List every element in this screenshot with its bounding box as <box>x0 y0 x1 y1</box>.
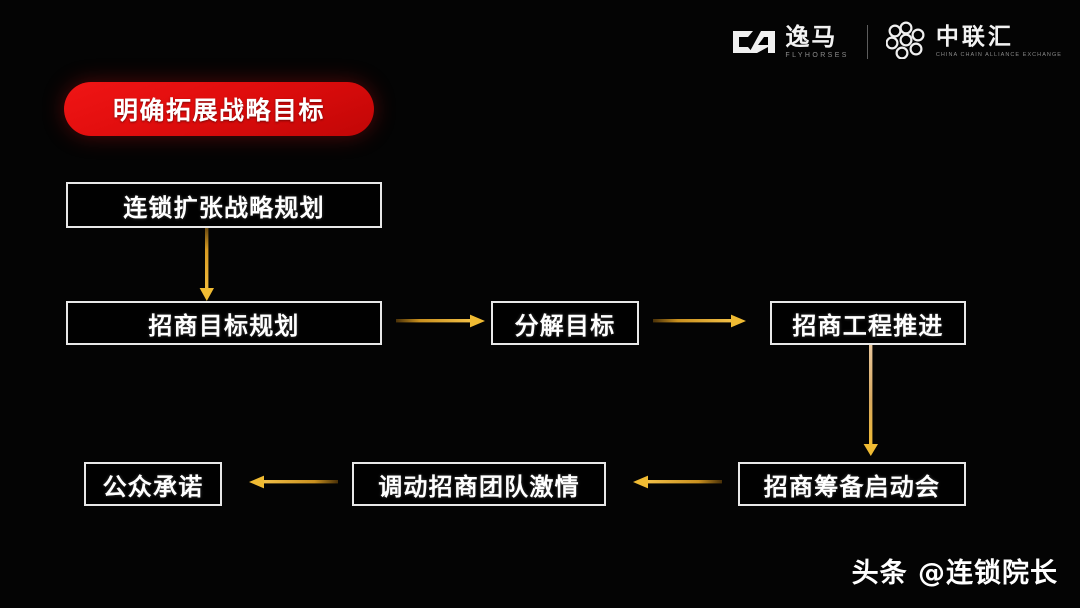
logo-zlh-text: 中联汇 CHINA CHAIN ALLIANCE EXCHANGE <box>935 23 1062 59</box>
flower-cluster-icon <box>885 21 926 63</box>
logo-yima-text: 逸马 FLYHORSES <box>785 25 848 59</box>
arrow-left-icon-passion-to-promise <box>248 471 338 493</box>
flow-node-decompose[interactable]: 分解目标 <box>491 301 639 345</box>
flow-node-label: 分解目标 <box>514 311 616 340</box>
logo-divider <box>866 25 868 59</box>
flow-node-strategy[interactable]: 连锁扩张战略规划 <box>66 182 382 228</box>
logo-yima: 逸马 FLYHORSES <box>731 25 848 59</box>
flow-node-promise[interactable]: 公众承诺 <box>84 462 222 506</box>
flow-node-label: 调动招商团队激情 <box>378 472 580 501</box>
flow-node-label: 招商工程推进 <box>792 311 944 340</box>
section-banner: 明确拓展战略目标 <box>64 82 374 136</box>
flow-node-promote[interactable]: 招商工程推进 <box>770 301 966 345</box>
ca-monogram-icon <box>731 28 778 56</box>
flow-node-passion[interactable]: 调动招商团队激情 <box>352 462 606 506</box>
logo-yima-cn: 逸马 <box>785 23 838 51</box>
logo-yima-en: FLYHORSES <box>785 52 849 59</box>
flow-node-label: 招商筹备启动会 <box>763 472 941 501</box>
arrow-right-icon-decompose-to-promote <box>653 310 747 332</box>
section-banner-label: 明确拓展战略目标 <box>112 96 325 125</box>
arrow-left-icon-kickoff-to-passion <box>632 471 722 493</box>
flow-node-kickoff[interactable]: 招商筹备启动会 <box>738 462 966 506</box>
logo-zlh-cn: 中联汇 <box>935 23 1014 50</box>
header-logo-bar: 逸马 FLYHORSES <box>731 18 1062 66</box>
arrow-down-icon-promote-to-kickoff <box>860 345 882 457</box>
arrow-down-icon-strategy-to-target <box>196 228 218 302</box>
watermark-label: 头条 @连锁院长 <box>851 558 1058 589</box>
flow-node-target[interactable]: 招商目标规划 <box>66 301 382 345</box>
arrow-right-icon-target-to-decompose <box>396 310 486 332</box>
flow-node-label: 公众承诺 <box>102 472 204 501</box>
logo-zhonglianhui: 中联汇 CHINA CHAIN ALLIANCE EXCHANGE <box>885 21 1062 63</box>
logo-zlh-en: CHINA CHAIN ALLIANCE EXCHANGE <box>935 51 1062 58</box>
flow-node-label: 连锁扩张战略规划 <box>123 193 325 222</box>
flow-node-label: 招商目标规划 <box>148 311 300 340</box>
